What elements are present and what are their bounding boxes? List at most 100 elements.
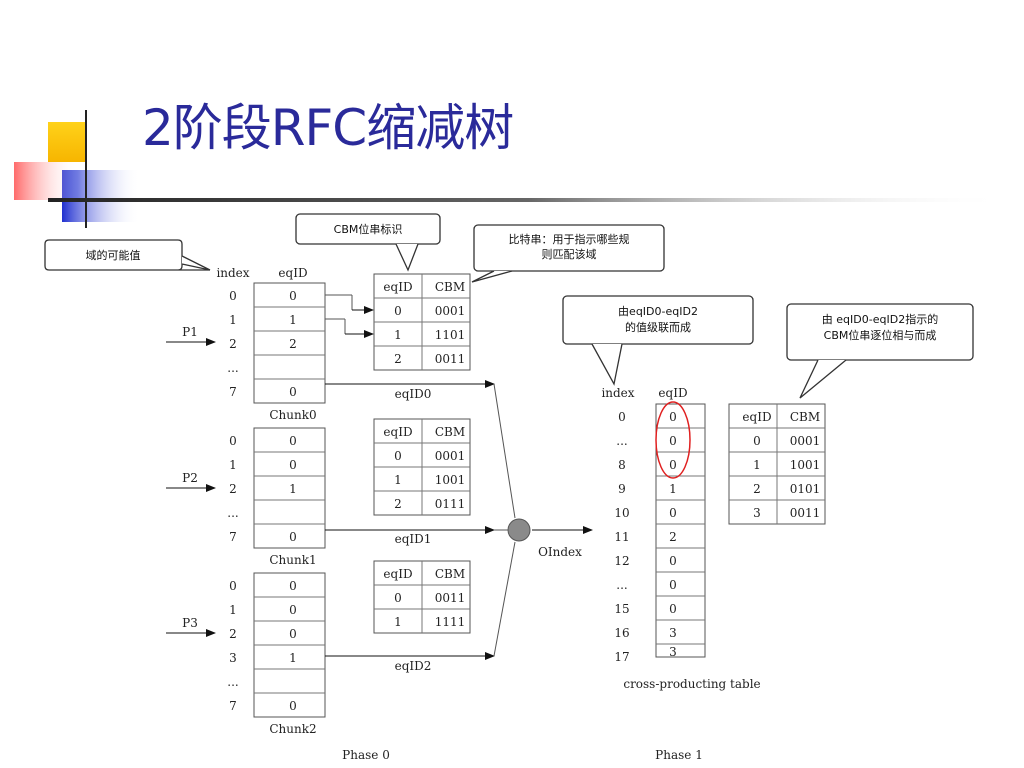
merge-line xyxy=(493,383,516,519)
chunk-index-cell: 7 xyxy=(229,530,237,544)
cross-index-cell: 17 xyxy=(614,650,629,664)
chunk-index-cell: 1 xyxy=(229,603,237,617)
phase0-eqid-header: eqID xyxy=(278,266,307,280)
cross-eqid-cell: 3 xyxy=(669,645,677,659)
chunk-index-cell: 1 xyxy=(229,458,237,472)
cbm-map-cbm-cell: 0011 xyxy=(435,352,466,366)
cbm-result-eqid-cell: 1 xyxy=(753,458,761,472)
chunk-eqid-cell: 1 xyxy=(289,482,297,496)
cross-eqid-cell: 0 xyxy=(669,506,677,520)
chunk-eqid-cell: 0 xyxy=(289,579,297,593)
chunk-eqid-cell: 0 xyxy=(289,603,297,617)
phase1-index-header: index xyxy=(601,386,634,400)
chunk-index-cell: 7 xyxy=(229,699,237,713)
cbm-map-cbm-cell: 1101 xyxy=(435,328,466,342)
chunk-eqid-cell: 0 xyxy=(289,458,297,472)
cross-eqid-cell: 0 xyxy=(669,458,677,472)
cbm-map-cbm-cell: 0001 xyxy=(435,449,466,463)
cbm-map-eqid-cell: 0 xyxy=(394,591,402,605)
cbm-map-eqid-cell: 2 xyxy=(394,352,402,366)
pointer-label: P2 xyxy=(182,471,198,485)
highlight-ellipse xyxy=(655,401,691,479)
chunk-name: Chunk0 xyxy=(269,408,316,422)
chunk-eqid-cell: 0 xyxy=(289,627,297,641)
chunk-index-cell: 2 xyxy=(229,627,237,641)
cbm-map-header-eqid: eqID xyxy=(383,567,412,581)
chunk-eqid-cell: 0 xyxy=(289,699,297,713)
cross-index-cell: 16 xyxy=(614,626,629,640)
chunk-index-cell: 2 xyxy=(229,337,237,351)
eqid-output-label: eqID0 xyxy=(395,387,432,401)
cross-eqid-cell: 1 xyxy=(669,482,677,496)
cross-index-cell: 8 xyxy=(618,458,626,472)
cbm-map-eqid-cell: 0 xyxy=(394,304,402,318)
chunk-eqid-cell: 0 xyxy=(289,530,297,544)
chunk-eqid-cell: 1 xyxy=(289,651,297,665)
pointer-label: P1 xyxy=(182,325,198,339)
cbm-result-eqid-cell: 2 xyxy=(753,482,761,496)
pointer-label: P3 xyxy=(182,616,198,630)
cbm-map-eqid-cell: 1 xyxy=(394,473,402,487)
cross-eqid-cell: 2 xyxy=(669,530,677,544)
phase0-index-header: index xyxy=(216,266,249,280)
chunk-eqid-cell: 0 xyxy=(289,385,297,399)
cbm-map-eqid-cell: 1 xyxy=(394,328,402,342)
cbm-result-cbm-cell: 0011 xyxy=(790,506,821,520)
cross-index-cell: 0 xyxy=(618,410,626,424)
cross-index-cell: 10 xyxy=(614,506,629,520)
callout-bitstring-line2: 则匹配该域 xyxy=(542,247,597,261)
cbm-map-cbm-cell: 0111 xyxy=(435,497,466,511)
cbm-result-eqid-cell: 3 xyxy=(753,506,761,520)
cross-eqid-cell: 0 xyxy=(669,578,677,592)
cbm-map-cbm-cell: 0001 xyxy=(435,304,466,318)
chunk-table xyxy=(253,282,326,404)
eqid-output-label: eqID2 xyxy=(395,659,432,673)
chunk-index-cell: ... xyxy=(227,506,238,520)
phase1-eqid-header: eqID xyxy=(658,386,687,400)
cbm-map-eqid-cell: 1 xyxy=(394,615,402,629)
cbm-map-header-cbm: CBM xyxy=(435,425,465,439)
cross-index-cell: 11 xyxy=(614,530,629,544)
cbm-result-header-eqid: eqID xyxy=(742,410,771,424)
phase1-label: Phase 1 xyxy=(655,748,703,762)
cbm-result-eqid-cell: 0 xyxy=(753,434,761,448)
cbm-map-header-eqid: eqID xyxy=(383,280,412,294)
chunk-index-cell: 1 xyxy=(229,313,237,327)
chunk-eqid-cell: 1 xyxy=(289,313,297,327)
diagram-content: 域的可能值 CBM位串标识比特串：用于指示哪些规则匹配该域由eqID0-eqID2… xyxy=(86,222,939,762)
cbm-map-cbm-cell: 1111 xyxy=(435,615,466,629)
cbm-result-cbm-cell: 1001 xyxy=(790,458,821,472)
callout-cbm-id: CBM位串标识 xyxy=(334,222,403,236)
slide-title: 2阶段RFC缩减树 xyxy=(142,99,514,157)
cross-index-cell: ... xyxy=(616,434,627,448)
chunk-eqid-cell: 0 xyxy=(289,434,297,448)
cross-table xyxy=(655,403,706,658)
cross-eqid-cell: 3 xyxy=(669,626,677,640)
chunk-index-cell: 0 xyxy=(229,289,237,303)
callout-bitstring-line1: 比特串：用于指示哪些规 xyxy=(509,232,630,246)
callout-cbm-and-line1: 由 eqID0-eqID2指示的 xyxy=(822,312,938,326)
chunk-name: Chunk2 xyxy=(269,722,316,736)
cbm-map-header-eqid: eqID xyxy=(383,425,412,439)
cbm-map-cbm-cell: 0011 xyxy=(435,591,466,605)
chunk-table xyxy=(253,427,326,549)
chunk-index-cell: ... xyxy=(227,675,238,689)
cross-index-cell: ... xyxy=(616,578,627,592)
chunk-eqid-cell: 2 xyxy=(289,337,297,351)
cross-table-label: cross-producting table xyxy=(623,677,760,691)
cross-eqid-cell: 0 xyxy=(669,554,677,568)
chunk-index-cell: 2 xyxy=(229,482,237,496)
chunk-eqid-cell: 0 xyxy=(289,289,297,303)
callout-shapes xyxy=(44,213,974,399)
callout-eqid-concat-line1: 由eqID0-eqID2 xyxy=(618,304,698,318)
eqid-output-label: eqID1 xyxy=(395,532,432,546)
cross-eqid-cell: 0 xyxy=(669,602,677,616)
callout-domain-values: 域的可能值 xyxy=(86,248,141,262)
cbm-map-header-cbm: CBM xyxy=(435,280,465,294)
decor-logo xyxy=(14,110,1008,228)
callout-eqid-concat-line2: 的值级联而成 xyxy=(625,320,691,334)
chunk-index-cell: 0 xyxy=(229,579,237,593)
cross-eqid-cell: 0 xyxy=(669,434,677,448)
cbm-map-eqid-cell: 2 xyxy=(394,497,402,511)
